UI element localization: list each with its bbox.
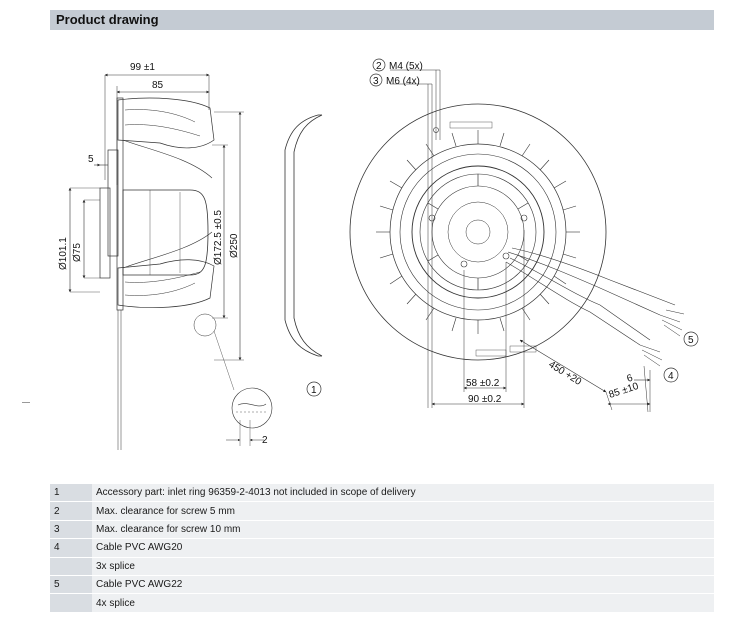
stray-mark <box>22 402 30 403</box>
legend-num <box>50 593 92 613</box>
dim-85-cable: 85 ±10 <box>608 381 641 401</box>
dim-90: 90 ±0.2 <box>468 394 502 405</box>
inlet-ring <box>284 114 323 357</box>
legend-text: 3x splice <box>92 557 714 576</box>
legend-text: Cable PVC AWG22 <box>92 575 714 595</box>
section-header: Product drawing <box>50 10 714 30</box>
dim-6: 6 <box>626 373 635 385</box>
dim-5: 5 <box>88 154 94 165</box>
callout-5: 5 <box>688 335 694 346</box>
legend-num: 5 <box>50 575 92 595</box>
label-m4: M4 (5x) <box>389 61 423 72</box>
callout-5-circle <box>683 331 699 347</box>
dim-101: Ø101.1 <box>58 237 69 270</box>
callout-4: 4 <box>668 371 674 382</box>
section-title: Product drawing <box>56 12 159 27</box>
legend-text: Cable PVC AWG20 <box>92 538 714 558</box>
callout-1-circle <box>306 381 322 397</box>
product-drawing: 99 ±1 85 5 Ø101.1 Ø75 Ø172.5 ±0.5 Ø250 2… <box>58 58 699 450</box>
side-view <box>68 73 273 450</box>
callout-3: 3 <box>373 76 379 87</box>
legend-num: 4 <box>50 538 92 558</box>
legend-text: Accessory part: inlet ring 96359-2-4013 … <box>92 484 714 503</box>
legend-row: 3x splice <box>50 557 714 576</box>
dim-450: 450 +20 <box>546 359 583 388</box>
dim-2: 2 <box>262 435 268 446</box>
legend-row: 4x splice <box>50 593 714 613</box>
label-m6: M6 (4x) <box>386 76 420 87</box>
legend-num: 3 <box>50 520 92 540</box>
legend-text: 4x splice <box>92 593 714 613</box>
dim-99: 99 ±1 <box>130 62 155 73</box>
callout-2: 2 <box>376 61 382 72</box>
front-view <box>349 103 685 367</box>
legend-num: 1 <box>50 484 92 503</box>
dim-250: Ø250 <box>229 233 240 258</box>
dim-58: 58 ±0.2 <box>466 378 500 389</box>
callout-4-circle <box>663 367 679 383</box>
callout-1: 1 <box>311 385 317 396</box>
dim-85: 85 <box>152 80 164 91</box>
callout-2-circle <box>372 58 386 72</box>
legend-num <box>50 557 92 576</box>
callout-3-circle <box>369 73 383 87</box>
legend-text: Max. clearance for screw 5 mm <box>92 501 714 521</box>
legend-text: Max. clearance for screw 10 mm <box>92 520 714 540</box>
dim-172: Ø172.5 ±0.5 <box>213 210 224 265</box>
dim-75: Ø75 <box>72 243 83 262</box>
legend-num: 2 <box>50 501 92 521</box>
